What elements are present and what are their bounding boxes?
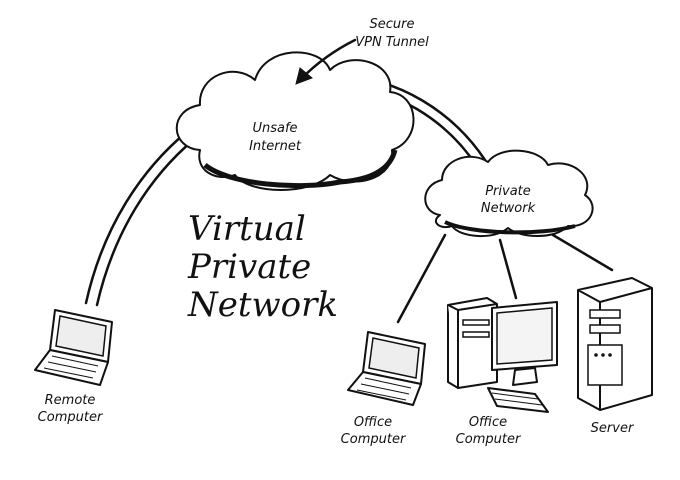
- title-line2: Private: [187, 247, 311, 287]
- tunnel-pointer-arrow: [295, 38, 357, 85]
- private-network-cloud: [424, 149, 594, 238]
- unsafe-internet-cloud: [175, 51, 415, 191]
- office-laptop-icon: [347, 331, 426, 406]
- private-cloud-label-line1: Private: [485, 184, 531, 199]
- server-icon: [577, 277, 653, 411]
- office-laptop-label-line1: Office: [354, 415, 392, 430]
- internet-cloud-label-line1: Unsafe: [252, 121, 297, 136]
- tunnel-label-line1: Secure: [370, 17, 415, 32]
- title-line3: Network: [187, 285, 338, 325]
- private-cloud-label-line2: Network: [481, 201, 536, 216]
- internet-cloud-label-line2: Internet: [249, 139, 302, 154]
- remote-computer-label-line1: Remote: [45, 393, 96, 408]
- server-label: Server: [591, 421, 635, 436]
- network-connections: [396, 233, 614, 324]
- title-line1: Virtual: [188, 209, 306, 249]
- remote-computer-label-line2: Computer: [38, 410, 104, 425]
- office-desktop-label-line2: Computer: [456, 432, 522, 447]
- office-desktop-label-line1: Office: [469, 415, 507, 430]
- office-laptop-label-line2: Computer: [341, 432, 407, 447]
- office-desktop-icon: [447, 297, 558, 413]
- tunnel-label-line2: VPN Tunnel: [355, 35, 429, 50]
- remote-laptop-icon: [34, 309, 113, 386]
